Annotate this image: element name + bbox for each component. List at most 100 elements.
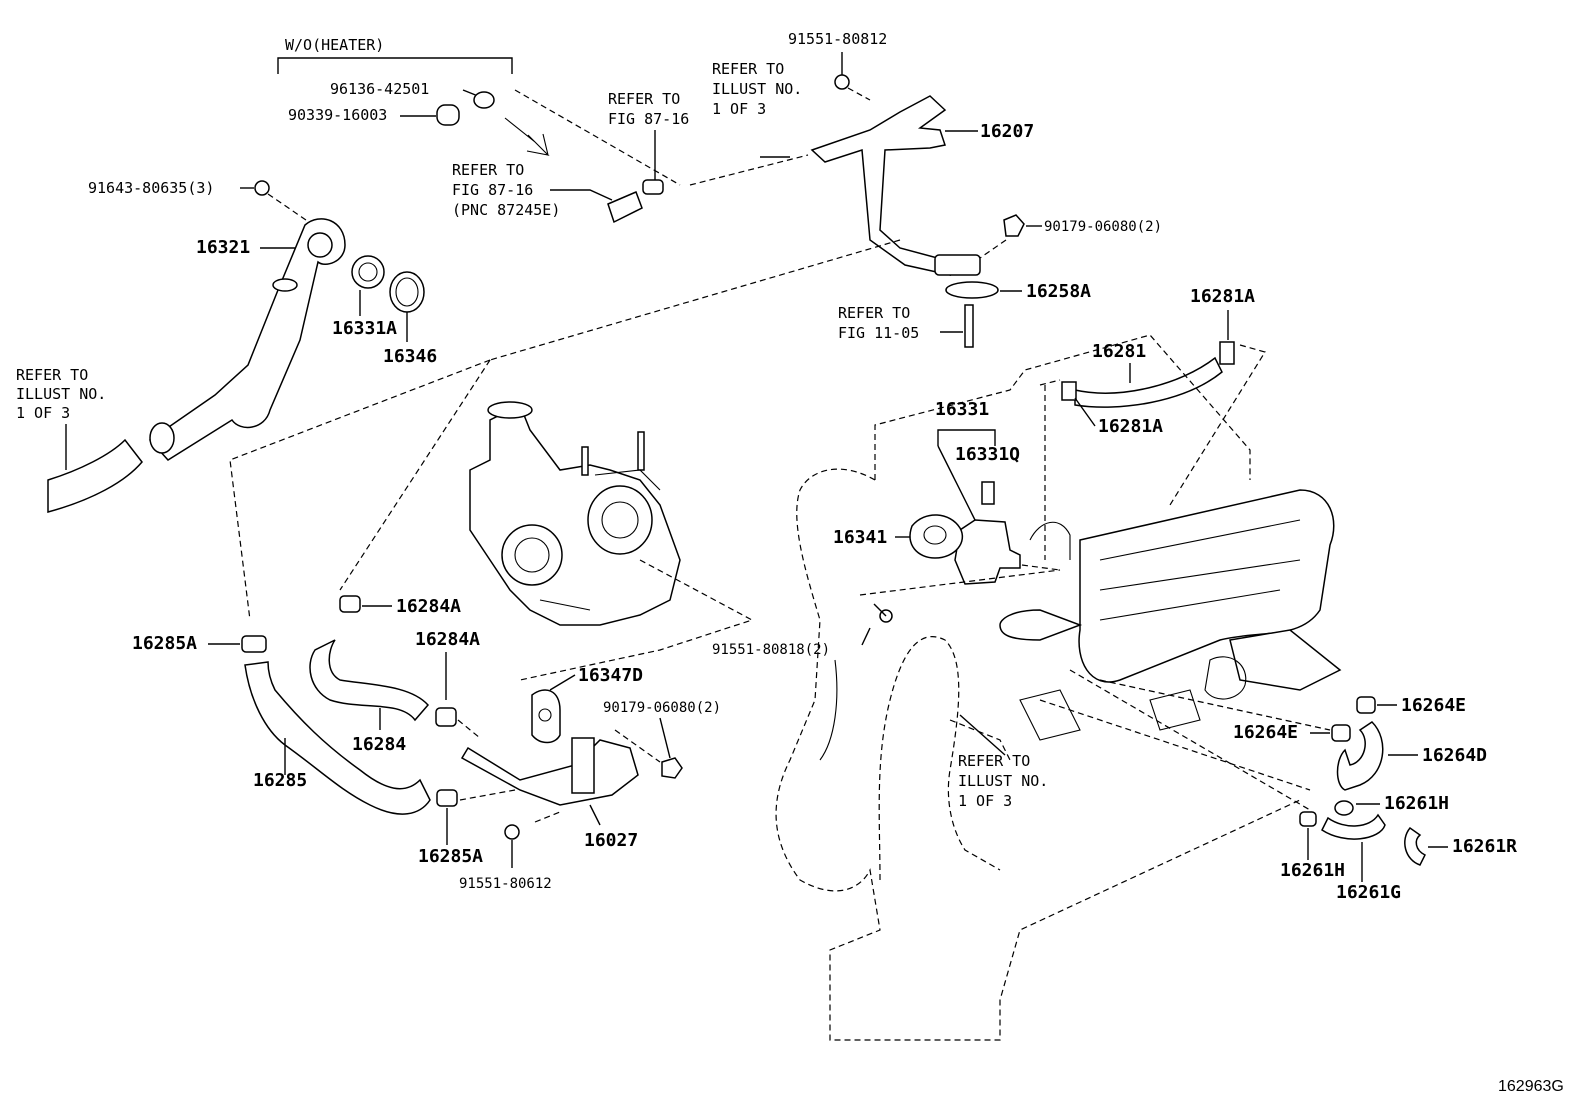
label-16331Q: 16331Q — [955, 444, 1020, 465]
clamp-16264E-right — [1356, 696, 1376, 714]
clamp-fig87 — [642, 179, 664, 195]
label-16331A: 16331A — [332, 318, 397, 339]
label-90179-06080-mid: 90179-06080(2) — [603, 700, 721, 716]
label-16261R: 16261R — [1452, 836, 1517, 857]
cap-90339 — [436, 104, 460, 126]
hose-16281-group: 16281A 16281 16281A — [1039, 286, 1266, 560]
water-outlet-pipe-group: 91643-80635(3) 16321 16331A 16346 — [88, 179, 437, 461]
clamp-16281A-mid — [1061, 381, 1077, 401]
nut-90179-top — [1003, 214, 1025, 237]
wo-heater-bracket — [277, 57, 513, 74]
refer-fig11-line1: REFER TO — [838, 304, 910, 322]
clamp-16264E-left — [1331, 724, 1351, 742]
label-91551-80812: 91551-80812 — [788, 30, 887, 48]
bracket-16261R — [1404, 826, 1427, 866]
bolt-91551-80818-group: 91551-80818(2) — [712, 603, 893, 658]
refer-illust-mid: REFER TO ILLUST NO. 1 OF 3 — [958, 714, 1048, 810]
hose-16284 — [309, 639, 430, 722]
label-16281A-mid: 16281A — [1098, 416, 1163, 437]
label-16264E-left: 16264E — [1233, 722, 1298, 743]
label-16341: 16341 — [833, 527, 887, 548]
refer-fig87-b-line1: REFER TO — [452, 161, 524, 179]
label-16284: 16284 — [352, 734, 406, 755]
diagram-id: 162963G — [1498, 1078, 1564, 1095]
label-16261H-right: 16261H — [1384, 793, 1449, 814]
bolt-91551-80812 — [834, 74, 850, 90]
label-16261G: 16261G — [1336, 882, 1401, 903]
water-pipe-16207-group: 91551-80812 16207 90179-06080(2) 16258A … — [489, 30, 1162, 361]
hose-16284-16285-group: 16284A 16285A 16284A 16284 16285 16285A — [132, 595, 516, 867]
hose-fig87 — [607, 191, 643, 224]
label-16284A-top: 16284A — [396, 596, 461, 617]
refer-top-line1: REFER TO — [712, 60, 784, 78]
hose-left-refer — [47, 438, 143, 513]
water-outlet-16331 — [954, 519, 1021, 585]
water-pipe-16207 — [810, 95, 952, 277]
hose-16264D — [1336, 721, 1384, 791]
refer-fig87: REFER TO FIG 87-16 REFER TO FIG 87-16 (P… — [452, 90, 689, 224]
wo-heater-label: W/O(HEATER) — [285, 36, 384, 54]
manifold-flange — [1229, 629, 1342, 691]
clamp-16285A-bot — [436, 789, 458, 807]
refer-left-line3: 1 OF 3 — [16, 404, 70, 422]
refer-fig87-b-line3: (PNC 87245E) — [452, 201, 560, 219]
direction-arrow-icon — [504, 117, 550, 156]
label-16285: 16285 — [253, 770, 307, 791]
clamp-16284A-mid — [435, 707, 457, 727]
label-16346: 16346 — [383, 346, 437, 367]
water-bypass-pipe-16027-group: 16347D 90179-06080(2) 16027 91551-80612 — [459, 665, 721, 892]
water-outlet-pipe-16321 — [148, 218, 346, 461]
label-16331: 16331 — [935, 399, 989, 420]
clamp-16261H-left — [1299, 811, 1317, 827]
thermostat-16331A — [351, 255, 385, 289]
label-16281A-top: 16281A — [1190, 286, 1255, 307]
label-16261H-left: 16261H — [1280, 860, 1345, 881]
label-16264E-right: 16264E — [1401, 695, 1466, 716]
hose-clamp-96136 — [473, 91, 495, 109]
water-bypass-pipe-16027 — [460, 739, 639, 806]
engine-block-outline — [775, 334, 1342, 1041]
label-90339-16003: 90339-16003 — [288, 106, 387, 124]
label-16347D: 16347D — [578, 665, 643, 686]
label-16027: 16027 — [584, 830, 638, 851]
refer-top-line3: 1 OF 3 — [712, 100, 766, 118]
refer-mid-line1: REFER TO — [958, 752, 1030, 770]
gasket-16347D — [531, 689, 561, 744]
refer-left-line2: ILLUST NO. — [16, 385, 106, 403]
label-91551-80818: 91551-80818(2) — [712, 642, 830, 658]
refer-fig87-a-line1: REFER TO — [608, 90, 680, 108]
bolt-91643 — [254, 180, 270, 196]
label-90179-06080-top: 90179-06080(2) — [1044, 219, 1162, 235]
refer-fig87-b-line2: FIG 87-16 — [452, 181, 533, 199]
gasket-16258A — [945, 281, 999, 299]
label-91643-80635: 91643-80635(3) — [88, 179, 214, 197]
label-16281: 16281 — [1092, 341, 1146, 362]
plug-16331Q — [981, 481, 995, 505]
label-16258A: 16258A — [1026, 281, 1091, 302]
label-16207: 16207 — [980, 121, 1034, 142]
hose-16261G — [1321, 813, 1386, 840]
hose-16281 — [1074, 356, 1223, 408]
clamp-16261H-right — [1334, 800, 1354, 816]
clamp-16285A-left — [241, 635, 267, 653]
nut-90179-mid — [661, 757, 683, 779]
refer-top-line2: ILLUST NO. — [712, 80, 802, 98]
gasket-16341 — [909, 514, 964, 559]
refer-mid-line3: 1 OF 3 — [958, 792, 1012, 810]
bolt-91551-80612 — [504, 824, 520, 840]
water-bypass-pipe — [999, 609, 1083, 641]
hose-16264-16261-group: 16264E 16264E 16264D 16261H 16261R 16261… — [1233, 695, 1517, 903]
refer-fig11-line2: FIG 11-05 — [838, 324, 919, 342]
stud-bolt — [964, 304, 974, 348]
label-16285A-bot: 16285A — [418, 846, 483, 867]
clamp-16281A-top — [1219, 341, 1235, 365]
wo-heater-group: W/O(HEATER) 96136-42501 90339-16003 — [277, 36, 681, 186]
bypass-pipe-bracket — [571, 737, 595, 794]
water-outlet-16331-group: 16331 16331Q 16341 — [833, 399, 1061, 596]
label-16321: 16321 — [196, 237, 250, 258]
refer-mid-line2: ILLUST NO. — [958, 772, 1048, 790]
label-16284A-mid: 16284A — [415, 629, 480, 650]
clamp-16284A-top — [339, 595, 361, 613]
refer-illust-top: REFER TO ILLUST NO. 1 OF 3 — [712, 60, 802, 158]
